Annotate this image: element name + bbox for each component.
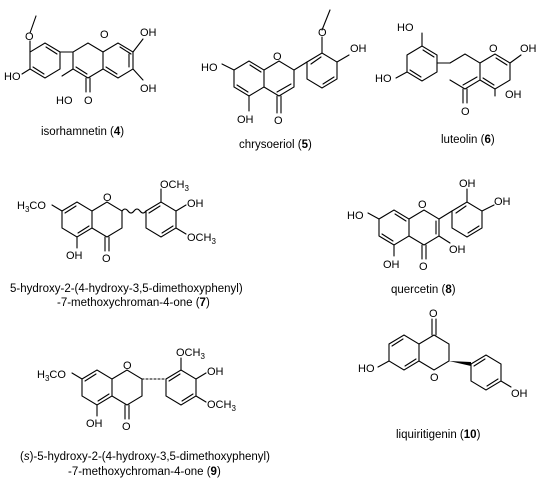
- atom-label: HO: [4, 71, 21, 83]
- caption-compound9-line1: (s)-5-hydroxy-2-(4-hydroxy-3,5-dimethoxy…: [20, 451, 270, 463]
- atom-label: OH: [383, 259, 400, 271]
- atom-label: O: [25, 31, 34, 43]
- atom-label: OH: [140, 27, 157, 39]
- atom-label: HO: [397, 22, 414, 34]
- atom-label: O: [419, 261, 428, 273]
- atom-label: OH: [449, 244, 466, 256]
- atom-label: H3CO: [17, 200, 46, 214]
- atom-label: OCH3: [176, 347, 205, 361]
- atom-label: OH: [187, 198, 204, 210]
- atom-label: HO: [201, 62, 218, 74]
- atom-label: HO: [358, 363, 375, 375]
- caption-isorhamnetin: isorhamnetin (4): [41, 126, 124, 138]
- atom-label: OH: [237, 114, 254, 126]
- structure-liquiritigenin: O HO O OH liquiritigenin (10): [358, 308, 528, 441]
- atom-label: OH: [511, 388, 528, 400]
- structure-compound7: OCH3 OH OCH3 H3CO O OH O 5-hydroxy-2-(4-…: [10, 179, 243, 309]
- atom-label: O: [318, 27, 327, 39]
- structure-chrysoeriol: O OH HO O OH O chrysoeriol (5): [201, 9, 367, 151]
- atom-label: O: [122, 421, 131, 433]
- atom-label: O: [102, 253, 111, 265]
- atom-label: O: [489, 43, 498, 55]
- atom-label: O: [103, 192, 112, 204]
- caption-chrysoeriol: chrysoeriol (5): [239, 139, 312, 151]
- atom-label: OH: [207, 366, 224, 378]
- atom-label: O: [429, 308, 438, 320]
- caption-quercetin: quercetin (8): [391, 284, 456, 296]
- atom-label: O: [274, 115, 283, 127]
- atom-label: OH: [350, 43, 367, 55]
- atom-label: OCH3: [187, 232, 216, 246]
- structure-compound9: OCH3 OH OCH3 H3CO O OH O (s)-5-hydroxy-2…: [20, 347, 270, 478]
- atom-label: H3CO: [37, 369, 66, 383]
- atom-label: HO: [347, 210, 364, 222]
- atom-label: OH: [66, 250, 83, 262]
- atom-label: OH: [459, 178, 476, 190]
- atom-label: OH: [86, 418, 103, 430]
- atom-label: OCH3: [207, 399, 236, 413]
- structure-quercetin: OH OH HO O OH OH O quercetin (8): [347, 178, 511, 296]
- structure-luteolin: HO HO O OH OH O luteolin (6): [375, 22, 537, 146]
- atom-label: OH: [494, 196, 511, 208]
- structure-isorhamnetin: O HO OH OH HO O O isorhamnetin (4): [4, 15, 157, 138]
- atom-label: O: [273, 51, 282, 63]
- atom-label: O: [84, 95, 93, 107]
- atom-label: OH: [505, 89, 522, 101]
- atom-label: OCH3: [160, 179, 189, 193]
- atom-label: O: [430, 372, 439, 384]
- atom-label: O: [461, 106, 470, 118]
- atom-label: O: [123, 360, 132, 372]
- atom-label: HO: [375, 73, 392, 85]
- caption-compound9-line2: -7-methoxychroman-4-one (9): [68, 466, 221, 478]
- atom-label: O: [100, 29, 109, 41]
- caption-compound7-line2: -7-methoxychroman-4-one (7): [57, 297, 210, 309]
- caption-liquiritigenin: liquiritigenin (10): [396, 429, 481, 441]
- atom-label: OH: [140, 83, 157, 95]
- atom-label: OH: [520, 43, 537, 55]
- caption-luteolin: luteolin (6): [441, 134, 495, 146]
- atom-label: HO: [56, 95, 73, 107]
- atom-label: O: [418, 199, 427, 211]
- caption-compound7-line1: 5-hydroxy-2-(4-hydroxy-3,5-dimethoxyphen…: [10, 283, 243, 295]
